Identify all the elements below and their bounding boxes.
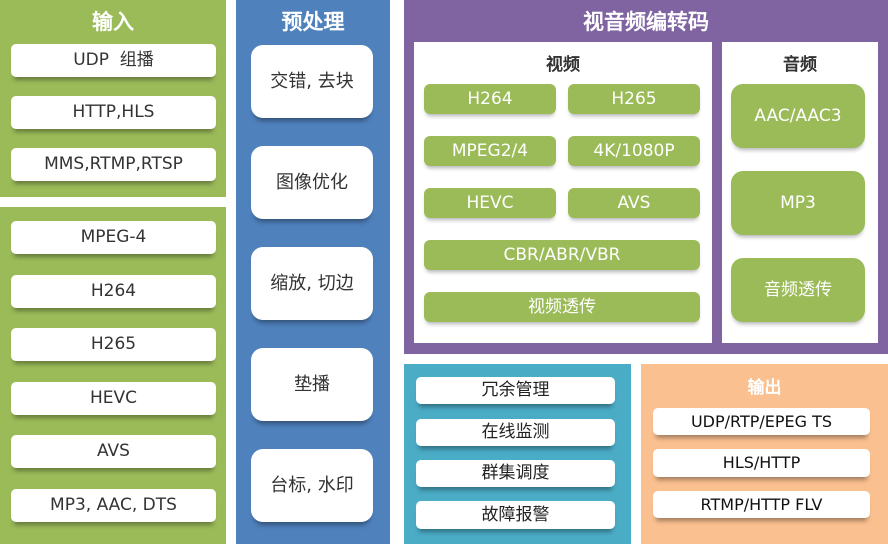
input-format: H265 <box>11 328 216 361</box>
output-title: 输出 <box>747 378 782 398</box>
preprocess-item: 缩放, 切边 <box>251 247 373 320</box>
video-passthrough: 视频透传 <box>424 292 700 322</box>
input-title: 输入 <box>92 10 134 34</box>
input-format: HEVC <box>11 382 216 415</box>
management-item: 在线监测 <box>416 419 615 446</box>
video-codec: 4K/1080P <box>568 136 700 166</box>
video-codec: H264 <box>424 84 556 114</box>
transcode-panel: 视音频编转码 视频 H264 H265 MPEG2/4 4K/1080P HEV… <box>404 0 888 354</box>
management-item: 故障报警 <box>416 501 615 529</box>
management-item: 群集调度 <box>416 460 615 487</box>
video-codec: HEVC <box>424 188 556 218</box>
preprocess-title: 预处理 <box>281 10 345 34</box>
management-item: 冗余管理 <box>416 377 615 404</box>
video-codec: MPEG2/4 <box>424 136 556 166</box>
input-format: MP3, AAC, DTS <box>11 489 216 522</box>
preprocess-item: 垫播 <box>251 348 373 421</box>
input-protocol: HTTP,HLS <box>11 96 216 129</box>
input-format: AVS <box>11 435 216 468</box>
video-codec: H265 <box>568 84 700 114</box>
input-format: MPEG-4 <box>11 221 216 254</box>
preprocess-panel: 预处理 交错, 去块 图像优化 缩放, 切边 垫播 台标, 水印 <box>236 0 390 544</box>
management-panel: 冗余管理 在线监测 群集调度 故障报警 <box>404 364 631 544</box>
video-panel: 视频 H264 H265 MPEG2/4 4K/1080P HEVC AVS C… <box>414 42 712 343</box>
preprocess-item: 图像优化 <box>251 146 373 219</box>
output-protocol: RTMP/HTTP FLV <box>653 491 870 518</box>
input-format: H264 <box>11 275 216 308</box>
preprocess-item: 台标, 水印 <box>251 449 373 522</box>
input-panel: 输入 UDP 组播 HTTP,HLS MMS,RTMP,RTSP <box>0 0 226 197</box>
output-protocol: HLS/HTTP <box>653 449 870 477</box>
audio-panel: 音频 AAC/AAC3 MP3 音频透传 <box>722 42 878 343</box>
audio-title: 音频 <box>783 55 817 75</box>
output-panel: 输出 UDP/RTP/EPEG TS HLS/HTTP RTMP/HTTP FL… <box>641 364 888 544</box>
input-formats-panel: MPEG-4 H264 H265 HEVC AVS MP3, AAC, DTS <box>0 207 226 544</box>
preprocess-item: 交错, 去块 <box>251 45 373 118</box>
video-title: 视频 <box>546 55 580 75</box>
input-protocol: UDP 组播 <box>11 44 216 77</box>
video-bitrate-mode: CBR/ABR/VBR <box>424 240 700 270</box>
input-protocol: MMS,RTMP,RTSP <box>11 148 216 181</box>
audio-passthrough: 音频透传 <box>731 258 865 322</box>
transcode-title: 视音频编转码 <box>583 10 709 34</box>
video-codec: AVS <box>568 188 700 218</box>
output-protocol: UDP/RTP/EPEG TS <box>653 408 870 435</box>
audio-codec: MP3 <box>731 171 865 235</box>
audio-codec: AAC/AAC3 <box>731 84 865 148</box>
